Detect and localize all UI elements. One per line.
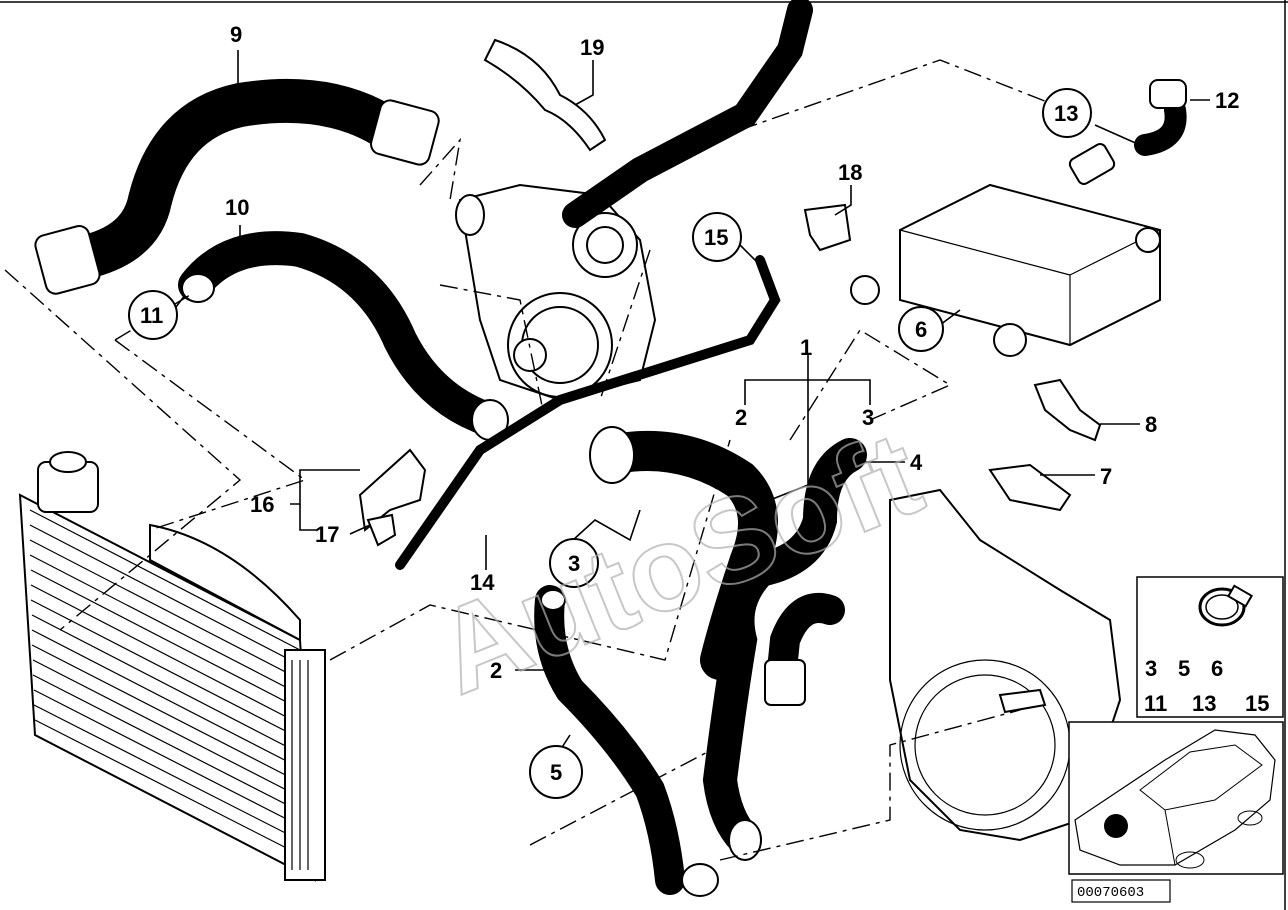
callout-16: 16 [250, 492, 274, 517]
car-locator [1068, 721, 1284, 875]
legend-3: 3 [1145, 656, 1157, 681]
callout-5: 5 [550, 760, 562, 785]
callout-8: 8 [1145, 412, 1157, 437]
location-dot-icon [1104, 814, 1128, 838]
hose-clamp-icon [1198, 584, 1254, 627]
sheet-id: 00070603 [1077, 885, 1144, 901]
callout-2a: 2 [735, 405, 747, 430]
callout-18: 18 [838, 160, 862, 185]
water-pump-assembly [455, 183, 657, 402]
callout-3b: 3 [568, 551, 580, 576]
callout-17: 17 [315, 522, 339, 547]
legend-15: 15 [1245, 691, 1269, 716]
clip-18 [803, 203, 852, 252]
clip-17 [366, 513, 397, 547]
callout-10: 10 [225, 195, 249, 220]
clip-19 [483, 38, 607, 152]
callout-13: 13 [1054, 101, 1078, 126]
callout-7: 7 [1100, 464, 1112, 489]
callout-4: 4 [910, 450, 923, 475]
callout-12: 12 [1215, 88, 1239, 113]
radiator [18, 451, 326, 882]
bracket-16 [358, 448, 427, 532]
callout-15: 15 [704, 225, 728, 250]
clip-7 [988, 463, 1072, 512]
legend-6: 6 [1211, 656, 1223, 681]
legend-11: 11 [1144, 691, 1167, 716]
callout-19: 19 [580, 35, 604, 60]
legend-13: 13 [1192, 691, 1216, 716]
callout-6: 6 [915, 317, 927, 342]
callout-9: 9 [230, 22, 242, 47]
callout-14: 14 [470, 570, 495, 595]
circled-callouts: 11 15 13 6 3 5 [128, 88, 1092, 799]
callout-2b: 2 [490, 658, 502, 683]
callout-1: 1 [800, 335, 812, 360]
legend-5: 5 [1178, 656, 1190, 681]
callout-3a: 3 [862, 405, 874, 430]
callout-11: 11 [140, 303, 163, 328]
callouts: 9 19 10 18 12 1 2 3 4 8 7 16 17 14 2 [225, 22, 1239, 683]
expansion-tank [850, 143, 1161, 357]
leader-lines [169, 50, 1210, 756]
clamp-legend: 3 5 6 11 13 15 [1136, 576, 1284, 718]
construction-lines [4, 59, 1056, 861]
clip-8 [1033, 378, 1102, 442]
